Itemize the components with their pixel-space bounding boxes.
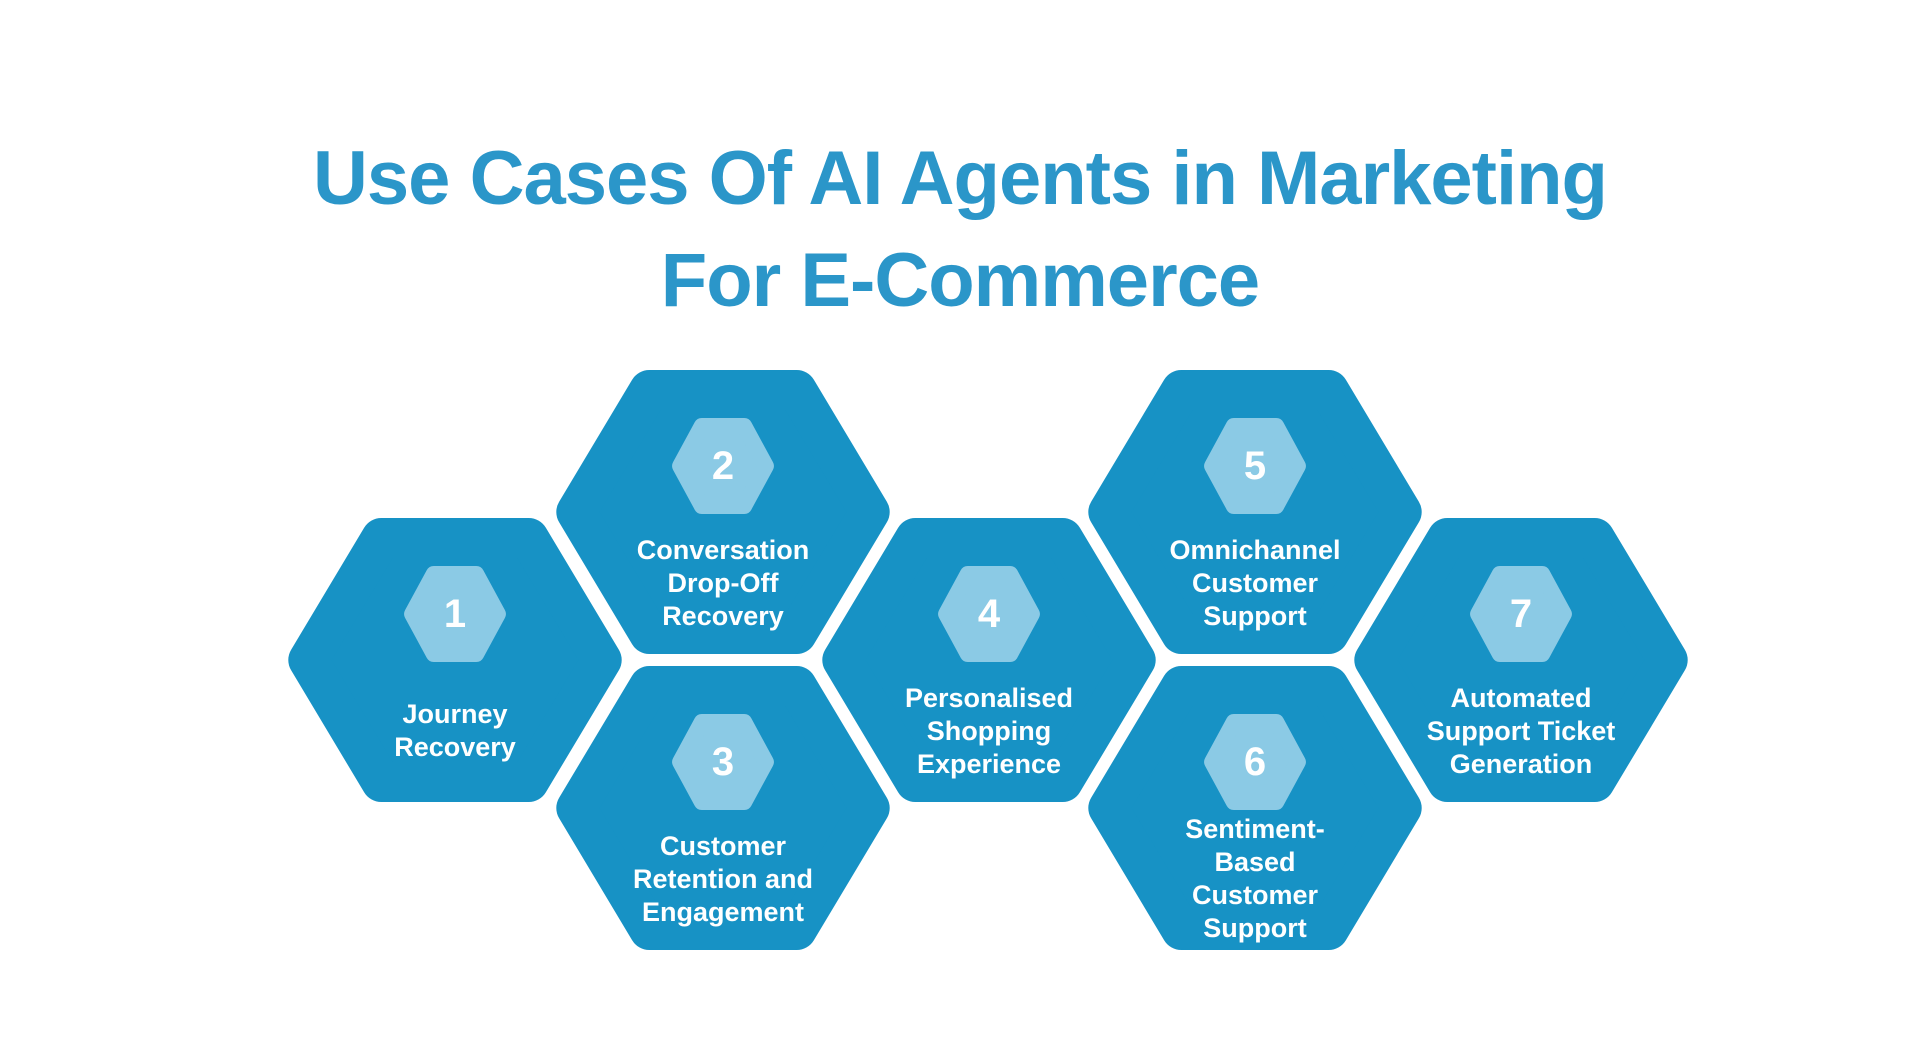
number-badge-hexagon-icon: [404, 566, 506, 662]
step-label: Automated Support Ticket Generation: [1426, 682, 1616, 779]
number-badge-hexagon-icon: [1204, 418, 1306, 514]
hexagon-shape-icon: [822, 518, 1156, 802]
number-badge-hexagon-icon: [672, 714, 774, 810]
step-number: 6: [1243, 739, 1267, 784]
hexagon-tile-omnichannel-customer-support: 5 Omnichannel Customer Support: [1085, 370, 1425, 654]
step-label: Conversation Drop-Off Recovery: [636, 534, 810, 631]
number-badge-hexagon-icon: [1470, 566, 1572, 662]
hexagon-tile-personalised-shopping-experience: 4 Personalised Shopping Experience: [819, 518, 1159, 802]
step-label: Omnichannel Customer Support: [1169, 534, 1341, 631]
hexagon-shape-icon: [556, 370, 890, 654]
number-badge-hexagon-icon: [672, 418, 774, 514]
hexagon-shape-icon: [556, 666, 890, 950]
step-number: 3: [711, 739, 735, 784]
step-label: Personalised Shopping Experience: [904, 682, 1074, 779]
number-badge-hexagon-icon: [1204, 714, 1306, 810]
hexagon-tile-automated-support-ticket-generation: 7 Automated Support Ticket Generation: [1351, 518, 1691, 802]
hexagon-tile-customer-retention-engagement: 3 Customer Retention and Engagement: [553, 666, 893, 950]
step-number: 1: [443, 591, 467, 636]
hexagon-shape-icon: [1088, 666, 1422, 950]
step-number: 7: [1509, 591, 1533, 636]
hexagon-tile-conversation-drop-off-recovery: 2 Conversation Drop-Off Recovery: [553, 370, 893, 654]
hexagon-tile-journey-recovery: 1 Journey Recovery: [285, 518, 625, 802]
step-number: 4: [977, 591, 1001, 636]
hexagon-shape-icon: [1088, 370, 1422, 654]
hexagon-tile-sentiment-based-customer-support: 6 Sentiment- Based Customer Support: [1085, 666, 1425, 950]
hexagon-shape-icon: [288, 518, 622, 802]
step-number: 5: [1243, 443, 1267, 488]
number-badge-hexagon-icon: [938, 566, 1040, 662]
hexagon-shape-icon: [1354, 518, 1688, 802]
step-label: Journey Recovery: [394, 699, 516, 762]
step-number: 2: [711, 443, 735, 488]
page-title: Use Cases Of AI Agents in Marketing For …: [313, 136, 1608, 323]
step-label: Customer Retention and Engagement: [633, 830, 813, 927]
step-label: Sentiment- Based Customer Support: [1185, 814, 1325, 943]
